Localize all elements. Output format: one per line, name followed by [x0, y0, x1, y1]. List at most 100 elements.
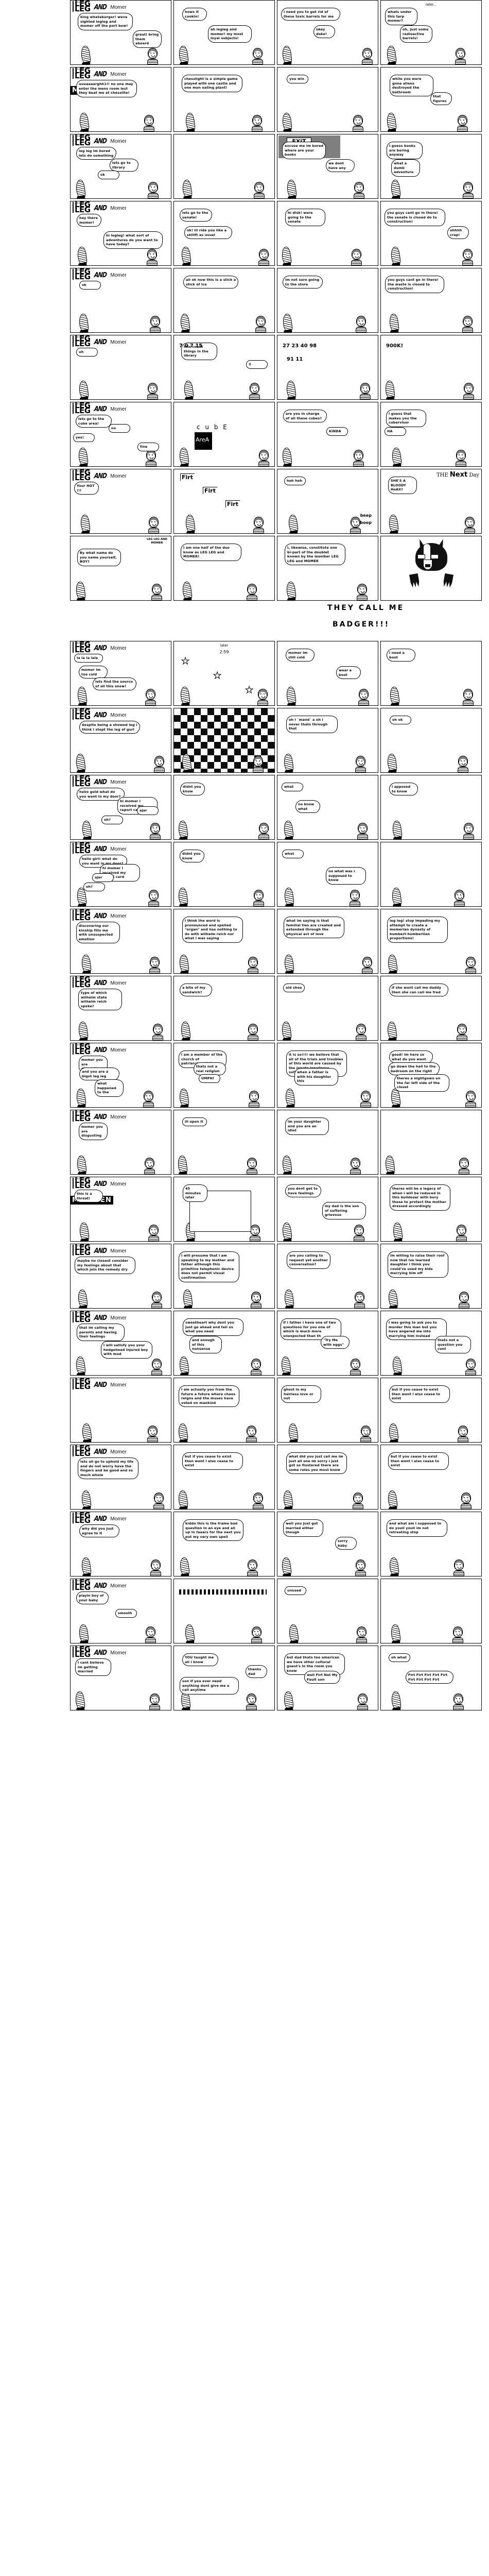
masthead-leg-line-2[interactable]: LEG	[73, 139, 91, 147]
character-mouth[interactable]	[151, 256, 154, 258]
momer-character[interactable]	[154, 756, 165, 772]
comic-panel[interactable]: but if you cease to exist then wont i al…	[173, 1445, 275, 1510]
legleg-body[interactable]	[285, 686, 297, 705]
character-eye-right[interactable]	[361, 760, 362, 761]
speech-bubble[interactable]: yes!	[73, 433, 95, 442]
character-eye-right[interactable]	[366, 1430, 368, 1431]
legleg-body[interactable]	[80, 1489, 92, 1509]
character-eye-right[interactable]	[356, 521, 357, 522]
legleg-body[interactable]	[76, 686, 88, 705]
character-eye-left[interactable]	[252, 1095, 253, 1096]
character-mouth[interactable]	[155, 1299, 159, 1301]
legleg-foot[interactable]	[185, 1639, 195, 1643]
panel-caption[interactable]: later...	[426, 3, 436, 7]
masthead-and[interactable]: AND	[93, 1179, 107, 1188]
momer-character[interactable]	[356, 316, 366, 332]
momer-character[interactable]	[247, 1158, 257, 1174]
character-eye-left[interactable]	[457, 1564, 458, 1565]
character-eye-right[interactable]	[461, 53, 462, 54]
character-mouth[interactable]	[457, 1701, 461, 1703]
character-mouth[interactable]	[458, 897, 462, 899]
character-eye-right[interactable]	[154, 894, 155, 895]
character-head[interactable]	[458, 115, 467, 126]
character-torso[interactable]	[150, 327, 161, 332]
legleg-body[interactable]	[281, 1556, 292, 1576]
momer-character[interactable]	[253, 890, 264, 906]
sfx-beep[interactable]: boop	[360, 520, 372, 525]
speech-bubble[interactable]: leg leg! stop impeding my attempt to cre…	[387, 917, 448, 943]
momer-character[interactable]	[145, 689, 156, 705]
masthead-momer[interactable]: Momer	[110, 273, 127, 278]
character-mouth[interactable]	[257, 763, 260, 765]
character-head[interactable]	[354, 182, 364, 193]
comic-panel[interactable]: ill open it	[173, 1110, 275, 1175]
speech-bubble[interactable]: i guess that makes you the cubervisor	[386, 410, 426, 427]
momer-character[interactable]	[362, 957, 373, 973]
legleg-character[interactable]	[287, 514, 299, 533]
character-eye-right[interactable]	[363, 827, 364, 828]
character-eye-left[interactable]	[252, 387, 253, 388]
character-mouth[interactable]	[457, 1634, 460, 1636]
legleg-character[interactable]	[75, 1088, 87, 1107]
momer-character[interactable]	[150, 823, 161, 839]
character-head[interactable]	[356, 1560, 365, 1570]
character-torso[interactable]	[251, 1637, 262, 1643]
character-eye-left[interactable]	[147, 120, 148, 121]
legleg-body[interactable]	[177, 1155, 188, 1174]
character-eye-left[interactable]	[256, 760, 257, 761]
momer-character[interactable]	[465, 957, 476, 973]
character-eye-right[interactable]	[368, 53, 369, 54]
character-torso[interactable]	[150, 1570, 161, 1576]
legleg-character[interactable]	[80, 1556, 92, 1576]
character-mouth[interactable]	[152, 189, 155, 191]
legleg-foot[interactable]	[76, 195, 85, 198]
character-mouth[interactable]	[151, 390, 155, 392]
character-eye-right[interactable]	[259, 894, 260, 895]
character-mouth[interactable]	[152, 524, 156, 526]
character-torso[interactable]	[146, 461, 156, 466]
character-head[interactable]	[154, 756, 164, 767]
legleg-foot[interactable]	[282, 1371, 291, 1375]
speech-bubble[interactable]: uh	[76, 348, 98, 357]
character-eye-right[interactable]	[360, 187, 361, 188]
area-sign-box[interactable]	[195, 432, 212, 450]
character-eye-right[interactable]	[368, 961, 369, 962]
legleg-character[interactable]	[387, 954, 398, 973]
character-eye-left[interactable]	[254, 1631, 255, 1632]
character-mouth[interactable]	[467, 189, 470, 191]
momer-character[interactable]	[253, 1493, 264, 1509]
legleg-character[interactable]	[76, 1155, 88, 1174]
masthead-and[interactable]: AND	[93, 777, 107, 786]
masthead-leg-line-2[interactable]: LEG	[73, 981, 91, 989]
character-mouth[interactable]	[458, 1567, 461, 1569]
legleg-foot[interactable]	[81, 61, 91, 64]
speech-bubble[interactable]: i am actually you from the future a futu…	[179, 1385, 239, 1408]
legleg-character[interactable]	[387, 1489, 398, 1509]
legleg-character[interactable]	[391, 820, 403, 839]
character-eye-left[interactable]	[356, 454, 357, 455]
legleg-body[interactable]	[178, 1355, 190, 1375]
legleg-body[interactable]	[386, 753, 398, 772]
character-torso[interactable]	[357, 595, 368, 600]
legleg-foot[interactable]	[289, 530, 298, 533]
dotted-rule-decoration[interactable]	[76, 642, 89, 643]
speech-bubble[interactable]: but if you cease to exist then wont i al…	[182, 1452, 243, 1470]
character-eye-right[interactable]	[153, 1430, 154, 1431]
character-eye-right[interactable]	[469, 387, 470, 388]
character-eye-left[interactable]	[154, 1363, 155, 1364]
masthead-momer[interactable]: Momer	[110, 5, 127, 10]
legleg-body[interactable]	[388, 1422, 399, 1442]
masthead-and[interactable]: AND	[93, 1581, 107, 1590]
momer-character[interactable]	[251, 1359, 261, 1375]
character-torso[interactable]	[147, 1436, 158, 1442]
legleg-foot[interactable]	[180, 970, 189, 973]
character-head[interactable]	[455, 890, 464, 901]
character-eye-left[interactable]	[353, 521, 354, 522]
